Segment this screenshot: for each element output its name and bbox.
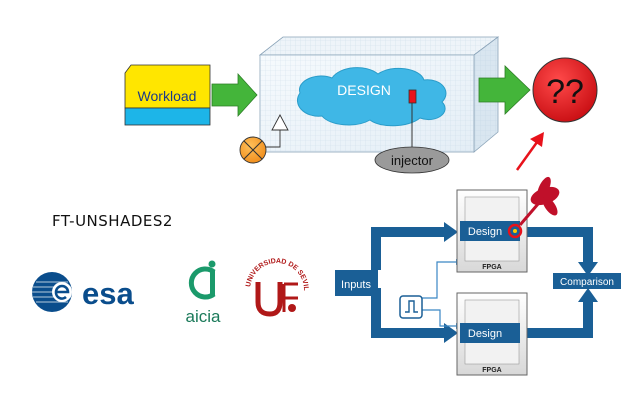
design-box: DESIGN (258, 36, 500, 153)
workload-block: Workload (124, 64, 211, 126)
fault-marker (507, 223, 523, 239)
arrow-workload-to-design (211, 72, 258, 118)
injector-node: injector (374, 146, 450, 174)
fpga-bottom-label: FPGA (482, 367, 501, 374)
workload-label: Workload (138, 88, 197, 104)
pulse-generator-icon (399, 295, 423, 319)
aicia-wordmark: aicia (186, 307, 222, 326)
comparison-label: Comparison (560, 277, 614, 288)
fpga-top-label: FPGA (482, 264, 501, 271)
comparison-box (553, 273, 621, 289)
fpga-top-design-label: Design (468, 226, 502, 238)
inputs-label: Inputs (341, 279, 371, 291)
injection-point (408, 89, 417, 104)
esa-logo: esa (32, 272, 134, 312)
fpga-bottom-design-label: Design (468, 328, 502, 340)
inputs-box (335, 270, 378, 296)
red-arrow (515, 132, 544, 171)
radiation-particle-icon (518, 176, 560, 226)
design-label: DESIGN (337, 82, 391, 98)
injector-label: injector (391, 153, 434, 168)
esa-wordmark: esa (82, 276, 134, 311)
page-title: FT-UNSHADES2 (52, 212, 173, 230)
unknown-label: ?? (546, 73, 584, 111)
aicia-logo: aicia (186, 260, 222, 326)
unknown-result: ?? (532, 57, 598, 123)
fpga-top-design (460, 221, 520, 241)
arrow-design-to-output (478, 65, 531, 115)
design-cloud (297, 67, 447, 127)
fpga-bottom-design (460, 323, 520, 343)
fpga-diagram: Inputs Design FPGA Design FPGA Compariso… (335, 176, 621, 376)
xor-icon (239, 136, 267, 164)
